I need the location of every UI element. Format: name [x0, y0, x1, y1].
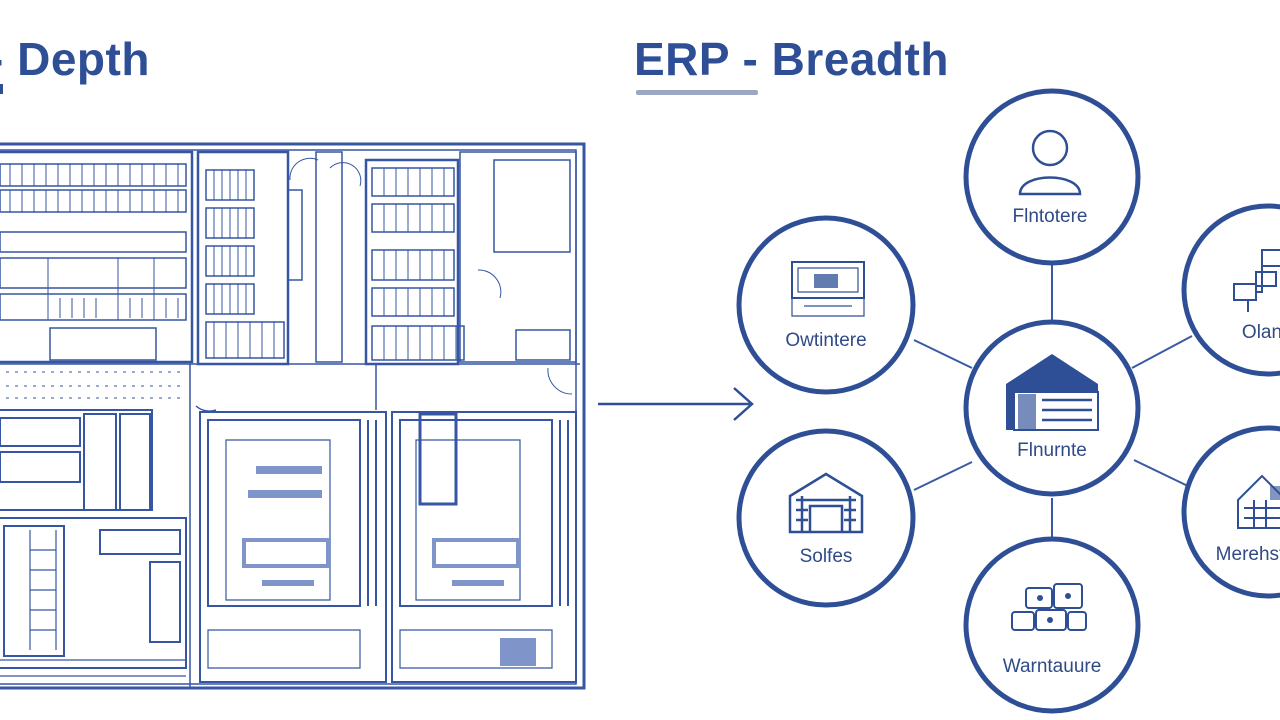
node-circle-upper-right	[1181, 203, 1280, 377]
node-circle-lower-right	[1181, 425, 1280, 599]
boxes-icon	[1011, 583, 1087, 631]
building-icon	[788, 472, 864, 534]
node-label-lower-right: Merehst	[1215, 544, 1280, 565]
hub-connectors	[913, 262, 1193, 540]
node-circle-upper-left	[736, 215, 916, 395]
hub-label: Flnurnte	[1017, 440, 1087, 461]
document-board-icon	[791, 261, 865, 317]
node-label-lower-left: Solfes	[799, 546, 853, 567]
node-label-top: Flntotere	[1012, 206, 1088, 227]
user-icon	[1018, 129, 1082, 196]
flowchart-icon	[1233, 249, 1280, 312]
node-label-upper-right: Olan	[1241, 322, 1280, 343]
node-label-upper-left: Owtintere	[785, 330, 867, 351]
warehouse-floor-plan	[0, 142, 586, 690]
breadth-title: ERP - Breadth	[634, 33, 949, 85]
node-circle-lower-left	[736, 428, 916, 608]
title-left-marker	[0, 84, 3, 94]
node-circle-bottom	[963, 536, 1141, 714]
depth-title: - Depth	[0, 33, 150, 85]
breadth-title-underline	[636, 90, 758, 95]
shelving-icon	[1237, 474, 1280, 529]
warehouse-building-icon	[1006, 354, 1099, 431]
flow-arrow	[598, 387, 754, 421]
node-label-bottom: Warntauure	[1002, 656, 1102, 677]
